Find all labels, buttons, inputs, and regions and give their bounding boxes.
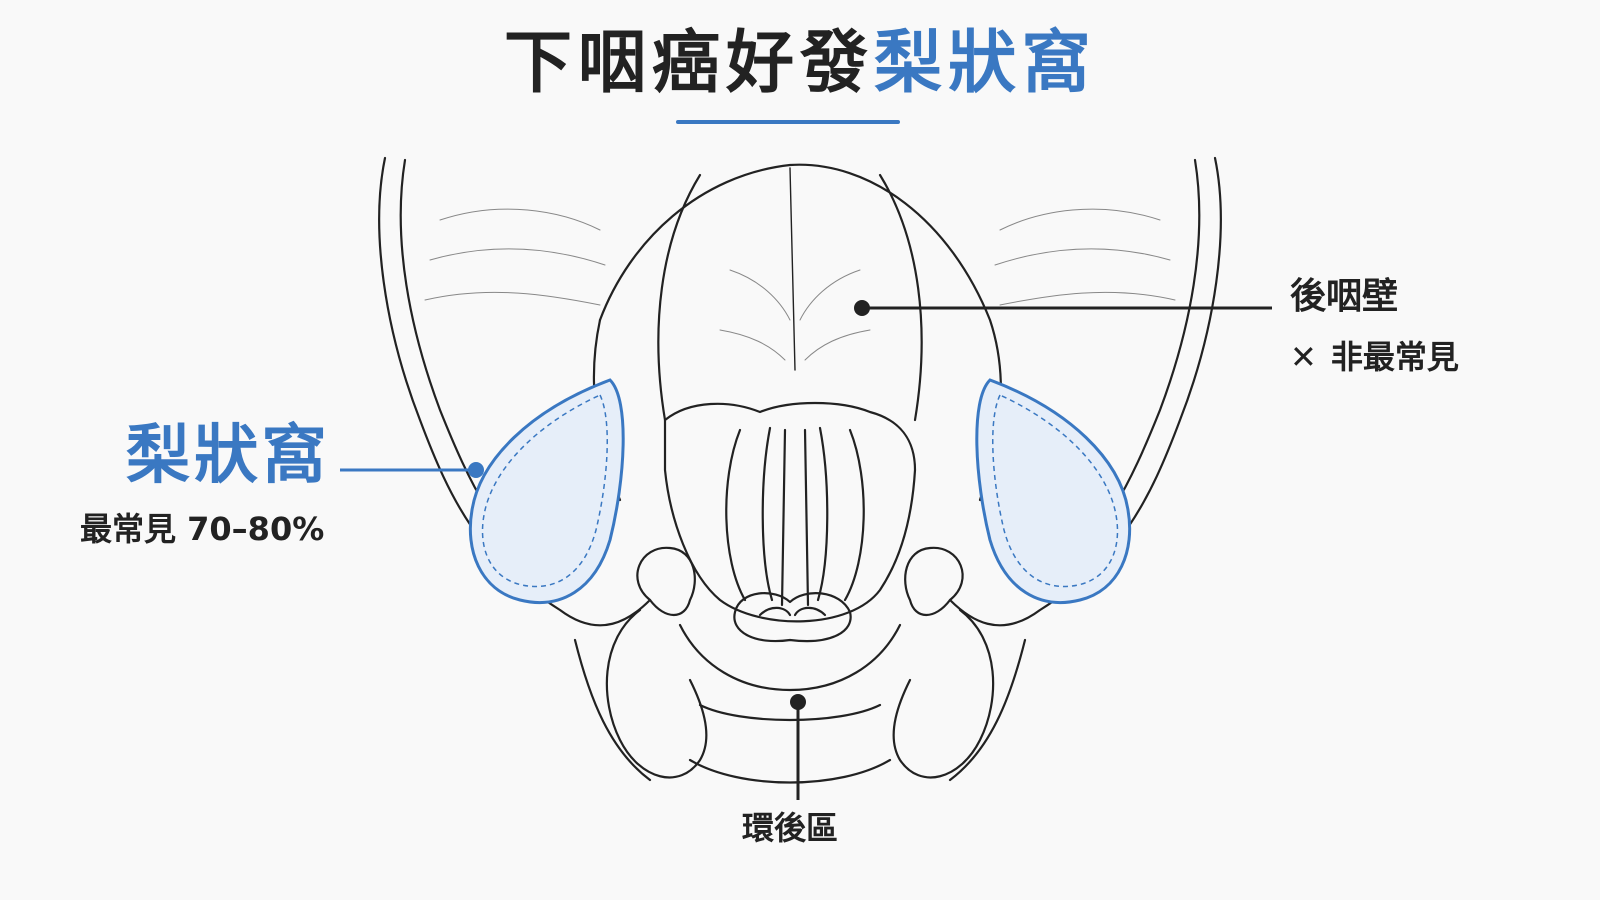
posterior-wall-note-text: 非最常見 — [1330, 338, 1459, 376]
leader-pyriform — [340, 462, 484, 478]
posterior-wall-label: 後咽壁 — [1290, 276, 1399, 317]
pyriform-label: 梨狀窩 — [126, 419, 330, 493]
cartilage-left — [605, 608, 708, 779]
inlet-outer — [598, 163, 1002, 502]
leader-posterior-wall — [854, 300, 1272, 316]
vocal-fold-left-inner — [761, 426, 774, 602]
lower-left — [573, 638, 652, 782]
glottis-right — [803, 428, 810, 607]
cartilage-right — [892, 608, 995, 779]
lower-right — [948, 638, 1027, 782]
vocal-fold-right — [843, 428, 865, 602]
postcricoid-outer — [678, 623, 902, 692]
midline — [789, 167, 796, 371]
pyriform-fossa-right — [975, 378, 1132, 604]
postcricoid-lower — [688, 758, 892, 784]
knob-right — [904, 546, 964, 616]
arytenoid-left-lobe — [758, 606, 792, 617]
outer-wall-left — [378, 156, 652, 627]
inlet-inner — [663, 401, 917, 623]
arytenoid-left — [733, 592, 852, 643]
leader-postcricoid — [790, 694, 806, 800]
epiglottis-right — [878, 173, 923, 422]
pyriform-fossa-left — [468, 378, 625, 604]
cross-icon: ✕ — [1290, 338, 1317, 376]
arytenoid-right-lobe — [793, 606, 827, 617]
page-title: 下咽癌好發梨狀窩 — [0, 22, 1600, 106]
epiglottis-left — [657, 173, 702, 422]
outer-wall-right — [948, 156, 1222, 627]
postcricoid-band — [698, 703, 882, 722]
vocal-fold-right-inner — [816, 426, 829, 602]
pyriform-frequency: 最常見 70–80% — [80, 510, 325, 548]
posterior-wall-note: ✕ 非最常見 — [1290, 336, 1459, 378]
glottis-left — [780, 428, 787, 607]
knob-left — [636, 546, 696, 616]
title-highlight: 梨狀窩 — [874, 24, 1097, 103]
title-prefix: 下咽癌好發 — [503, 24, 874, 103]
mucosa-texture — [424, 208, 1176, 361]
postcricoid-label: 環後區 — [742, 809, 839, 847]
vocal-fold-left — [725, 428, 747, 602]
title-underline — [676, 120, 900, 124]
